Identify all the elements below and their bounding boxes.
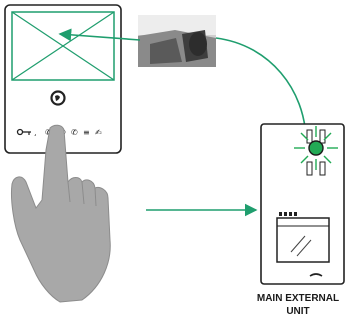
led-flash-icon (294, 126, 338, 170)
external-unit-label-line2: UNIT (286, 306, 310, 317)
image-arrow (58, 28, 141, 42)
function-icon: ⸲ (34, 128, 36, 137)
handset-icon (50, 90, 66, 106)
brand-mark (309, 273, 323, 277)
internal-monitor: ⸲ ✆ ✆ ✆ ≡ ✍ (4, 4, 122, 154)
function-icon: ✆ (71, 128, 78, 137)
function-icon: ≡ (83, 128, 90, 137)
pointing-hand (11, 124, 111, 303)
key-icon (16, 128, 31, 136)
main-external-unit (260, 123, 345, 285)
external-unit-label-line1: MAIN EXTERNAL (256, 293, 340, 304)
external-unit-display (276, 217, 330, 263)
signal-curve (215, 37, 307, 141)
status-icons (279, 212, 297, 216)
function-icon: ✆ (45, 128, 52, 137)
camera-image (138, 15, 216, 67)
external-unit-label: MAIN EXTERNAL UNIT (248, 292, 347, 318)
function-icon: ✍ (95, 128, 102, 137)
